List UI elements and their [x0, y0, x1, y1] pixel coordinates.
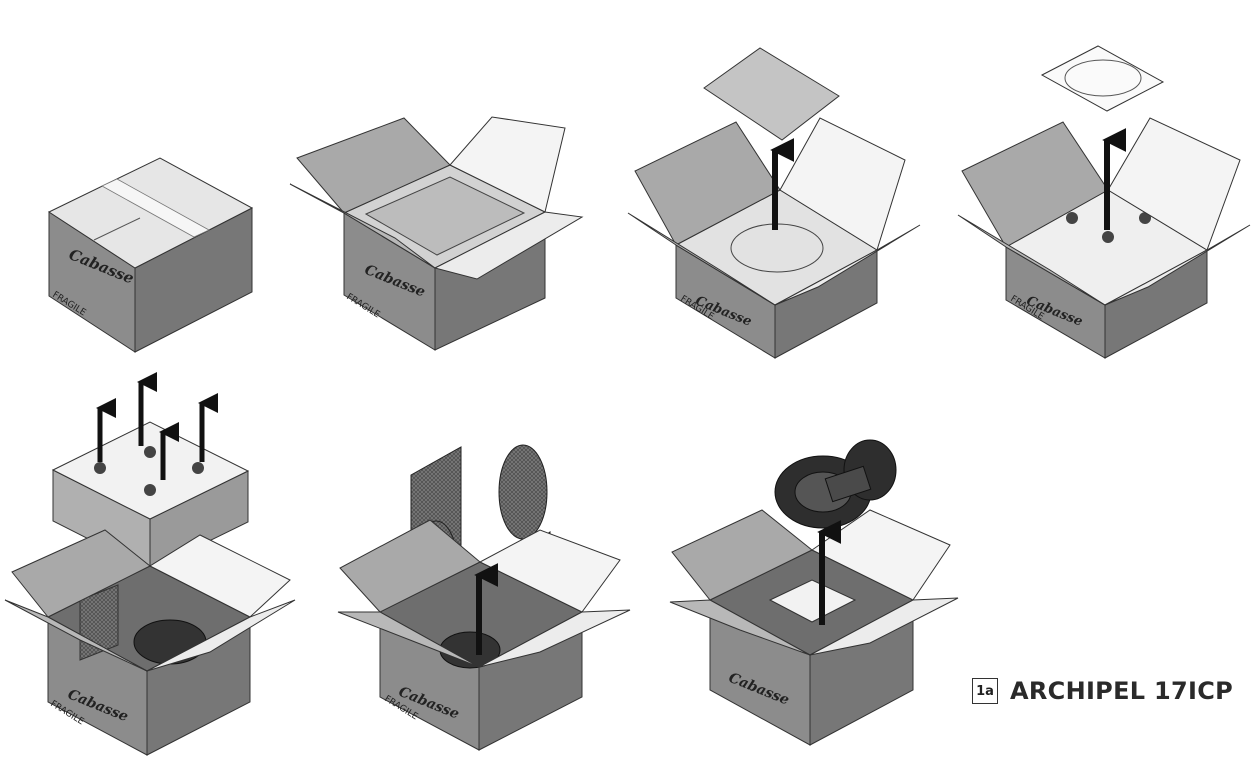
step-7-lift-speaker: Cabasse — [669, 439, 959, 746]
figure-title: ARCHIPEL 17ICP — [1010, 677, 1234, 705]
step-1-closed-box: Cabasse FRAGILE — [47, 157, 254, 353]
figure-badge: 1a — [972, 678, 998, 704]
step-2-open-box: Cabasse FRAGILE — [289, 116, 584, 351]
step-5-lift-foam-block: Cabasse FRAGILE — [4, 372, 296, 756]
step-6-lift-grilles: Cabasse FRAGILE — [337, 444, 631, 751]
step-3-remove-top-sheet: Cabasse FRAGILE — [627, 47, 921, 359]
figure-caption: 1a ARCHIPEL 17ICP — [972, 671, 1233, 711]
step-4-remove-printed-sheet: Cabasse FRAGILE — [957, 45, 1251, 359]
